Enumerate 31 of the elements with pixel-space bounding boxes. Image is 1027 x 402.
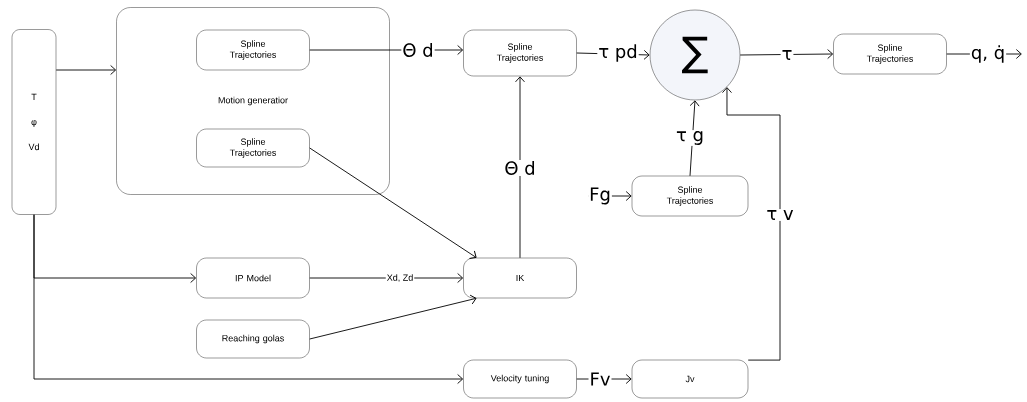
process-box: Spline Trajectories [196,29,310,71]
edge-label: τ v [765,209,795,221]
process-box: Spline Trajectories [833,33,947,75]
arrow [722,87,781,361]
edge-label: Fv [588,371,612,387]
process-box: Jv [631,359,749,399]
arrow [309,294,477,340]
edge-label: Θ d [401,42,435,58]
arrow [689,100,700,177]
process-box: Spline Trajectories [196,128,310,168]
summing-junction: ∑ [649,9,741,101]
edge-label: τ pd [597,43,639,63]
edge-label: q, q̇ [969,44,1007,64]
edge-label: Fg [588,186,612,206]
arrow [33,214,464,384]
process-box: Spline Trajectories [463,29,577,77]
arrow [576,374,632,384]
process-box: Reaching golas [196,319,310,359]
process-box: IK [463,257,577,299]
edge-label: τ g [675,130,705,146]
process-box: Velocity tuning [463,359,577,399]
edge-label: Θ d [503,160,537,176]
arrow [55,65,117,75]
arrow [515,76,525,259]
edge-label: Xd, Zd [385,273,415,283]
input-box: T φ Vd [11,29,57,215]
arrow [309,147,477,259]
edge-label: τ [780,49,794,61]
process-box: IP Model [196,257,310,299]
arrow [739,49,834,59]
process-box: Spline Trajectories [631,175,749,217]
